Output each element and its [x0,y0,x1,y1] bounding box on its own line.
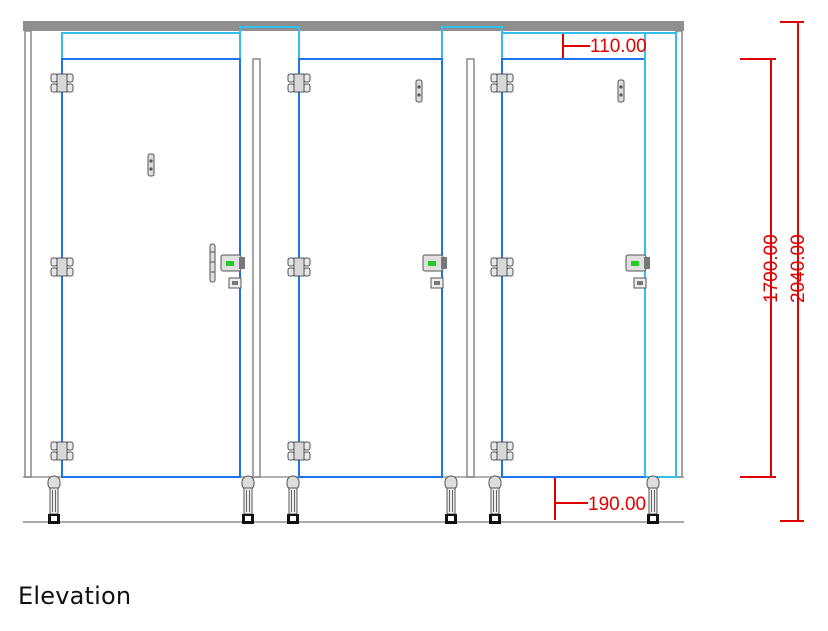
panel-outlines [61,26,677,478]
view-caption: Elevation [18,582,132,610]
doors [61,58,646,478]
dimension-overall-height-label: 2040.00 [788,234,809,303]
coat-hooks [147,79,625,177]
pedestal-legs [47,475,660,525]
door-2 [298,58,443,478]
dimension-overall-height [780,21,804,522]
locks [220,254,651,289]
left-wall-post [24,30,32,478]
dimension-gap-bottom [554,478,588,520]
dimension-door-height [740,58,776,478]
door-handle [209,243,216,283]
divider-post-1 [252,58,261,478]
dimension-gap-top-label: 110.00 [590,36,647,57]
dimension-door-height-label: 1700.00 [761,234,782,303]
dimension-gap-bottom-label: 190.00 [588,494,646,515]
headrail [23,21,684,31]
dimension-gap-top [562,34,590,58]
divider-post-2 [466,58,475,478]
door-3 [501,58,646,478]
